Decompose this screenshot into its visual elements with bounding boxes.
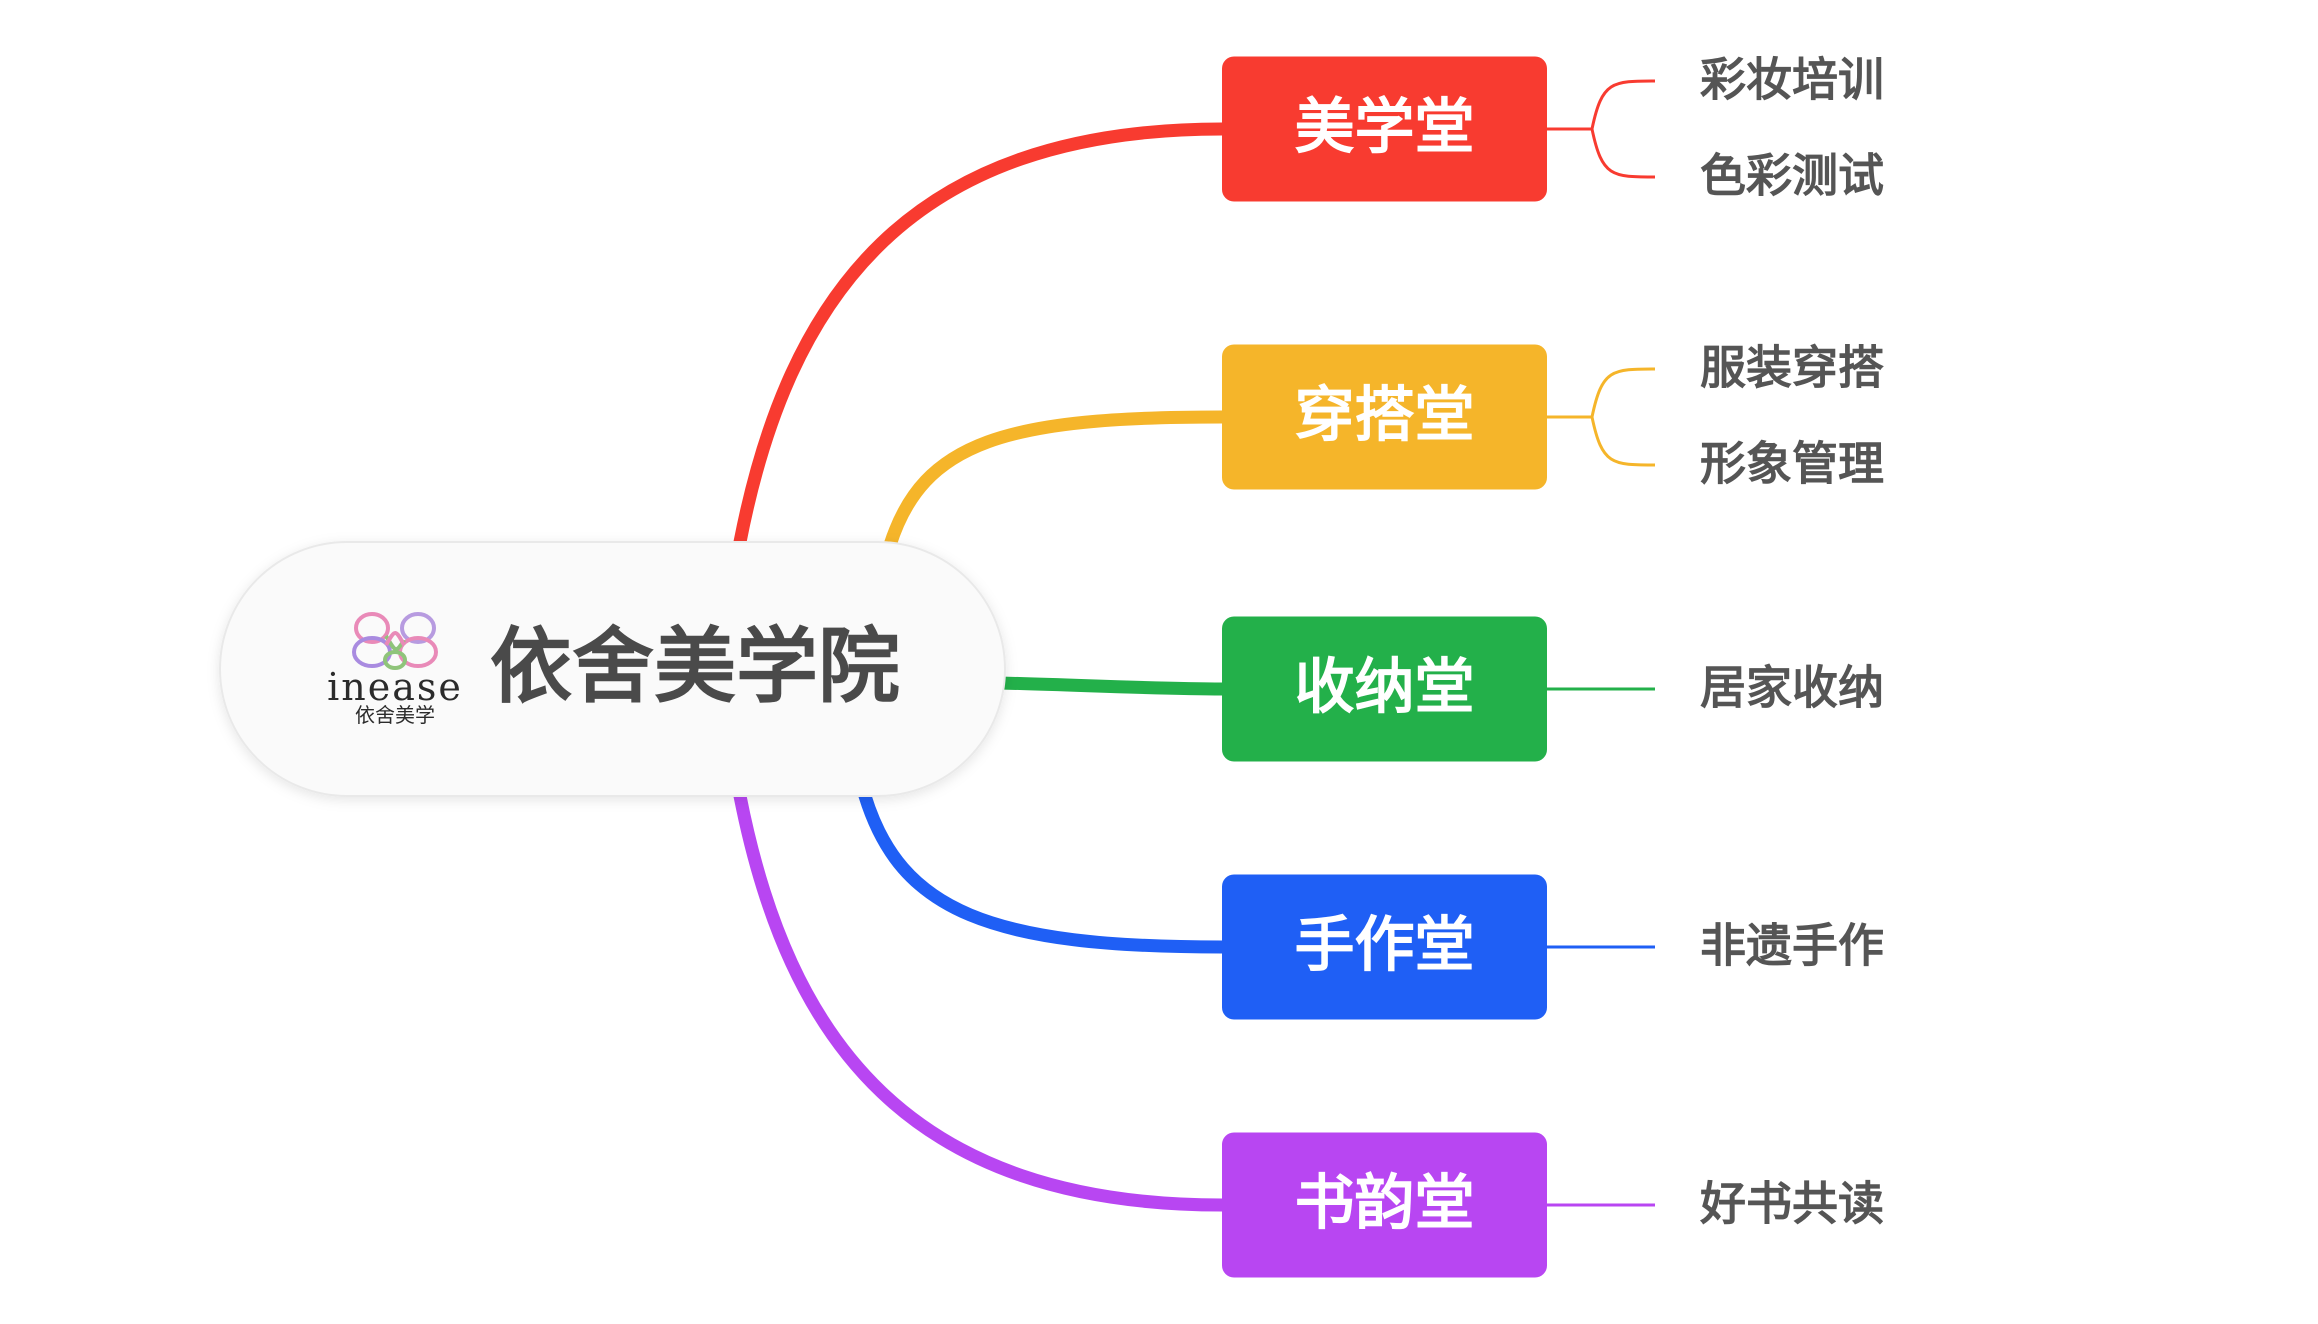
leaf-node[interactable]: 好书共读 xyxy=(1699,1177,1884,1231)
leaf-node[interactable]: 非遗手作 xyxy=(1700,919,1884,973)
leaf-node[interactable]: 形象管理 xyxy=(1700,437,1884,491)
branch-connector-2 xyxy=(883,410,1229,552)
main-connectors xyxy=(733,122,1229,1212)
branch-connector-3 xyxy=(993,676,1229,696)
leaf-node[interactable]: 彩妆培训 xyxy=(1700,53,1884,107)
leaf-node[interactable]: 色彩测试 xyxy=(1700,149,1884,203)
branch-label: 手作堂 xyxy=(1295,911,1475,981)
root-title: 依舍美学院 xyxy=(490,619,900,714)
branch-node-5[interactable]: 书韵堂 xyxy=(1222,1132,1547,1278)
leaf-connector xyxy=(1590,128,1656,179)
leaf-connector xyxy=(1590,416,1656,467)
logo-knot-icon xyxy=(352,612,438,670)
root-node[interactable]: inease 依舍美学 依舍美学院 xyxy=(219,541,1006,797)
branch-node-3[interactable]: 收纳堂 xyxy=(1222,616,1547,762)
branch-node-4[interactable]: 手作堂 xyxy=(1222,874,1547,1020)
branch-node-2[interactable]: 穿搭堂 xyxy=(1222,344,1547,490)
branch-label: 穿搭堂 xyxy=(1295,381,1475,451)
leaf-connectors xyxy=(1547,79,1656,1207)
branch-label: 书韵堂 xyxy=(1295,1169,1475,1239)
leaf-node[interactable]: 服装穿搭 xyxy=(1700,341,1884,395)
branch-connector-5 xyxy=(733,789,1229,1212)
branch-connector-1 xyxy=(733,122,1229,549)
leaf-connector xyxy=(1590,367,1656,418)
branch-connector-4 xyxy=(858,789,1229,954)
branch-box xyxy=(1222,616,1547,762)
logo: inease 依舍美学 xyxy=(327,612,463,727)
logo-wordmark: inease xyxy=(327,665,463,709)
branch-box xyxy=(1222,56,1547,202)
branch-box xyxy=(1222,1132,1547,1278)
branch-label: 收纳堂 xyxy=(1295,653,1475,723)
leaf-node[interactable]: 居家收纳 xyxy=(1700,661,1884,715)
root-node-box xyxy=(219,541,1006,797)
branch-box xyxy=(1222,874,1547,1020)
leaf-connector xyxy=(1590,79,1656,130)
branch-node-1[interactable]: 美学堂 xyxy=(1222,56,1547,202)
logo-subtitle: 依舍美学 xyxy=(355,703,435,727)
branch-label: 美学堂 xyxy=(1295,93,1475,163)
branch-box xyxy=(1222,344,1547,490)
